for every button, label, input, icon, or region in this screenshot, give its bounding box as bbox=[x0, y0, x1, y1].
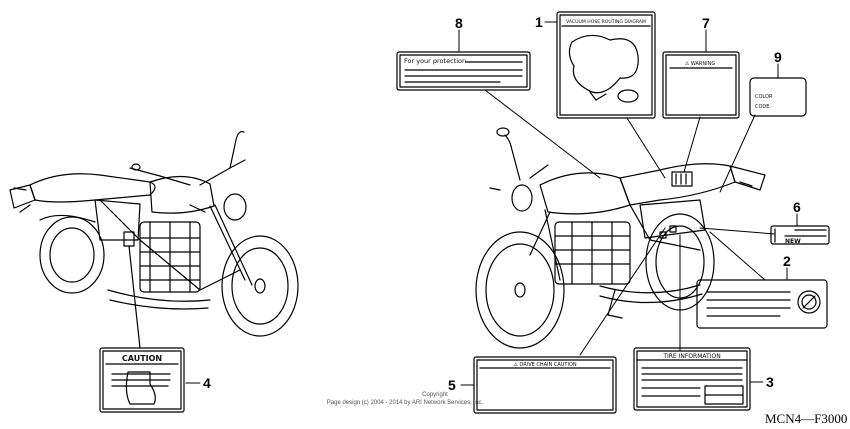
callout-7: 7 bbox=[702, 15, 710, 31]
copyright-line-1: Copyright bbox=[422, 392, 448, 398]
for-your-protection-text: For your protection bbox=[404, 57, 466, 65]
code-text: CODE bbox=[755, 104, 769, 110]
warning-text: ⚠ WARNING bbox=[685, 61, 716, 67]
callout-9: 9 bbox=[774, 49, 782, 65]
leader-lines bbox=[484, 89, 776, 356]
drive-chain-text: ⚠ DRIVE CHAIN CAUTION bbox=[513, 362, 577, 368]
callout-4: 4 bbox=[203, 375, 211, 391]
callout-8: 8 bbox=[455, 15, 463, 31]
leader-line-4 bbox=[128, 245, 141, 349]
caution-label bbox=[99, 347, 185, 413]
label-tire-information bbox=[633, 347, 751, 411]
diagram-code: MCN4—F3000 bbox=[765, 411, 847, 426]
callout-2: 2 bbox=[783, 253, 791, 269]
callout-leaders bbox=[185, 21, 798, 386]
label-vacuum-hose-diagram bbox=[556, 11, 656, 119]
label-2 bbox=[696, 279, 828, 329]
new-text: NEW bbox=[785, 238, 801, 245]
vacuum-diagram-text: VACUUM HOSE ROUTING DIAGRAM bbox=[566, 19, 646, 25]
callout-5: 5 bbox=[448, 377, 456, 393]
label-warning bbox=[662, 51, 740, 119]
label-new bbox=[770, 225, 830, 245]
tire-info-text: TIRE INFORMATION bbox=[662, 353, 720, 360]
left-motorcycle-illustration bbox=[9, 131, 299, 337]
caution-text: CAUTION bbox=[122, 354, 162, 363]
copyright-line-2: Page design (c) 2004 - 2014 by ARI Netwo… bbox=[327, 400, 484, 406]
callout-6: 6 bbox=[793, 199, 801, 215]
callout-1: 1 bbox=[535, 14, 543, 30]
color-text: COLOR bbox=[755, 94, 773, 100]
label-for-your-protection bbox=[396, 51, 531, 91]
right-motorcycle-illustration bbox=[475, 127, 766, 349]
callout-3: 3 bbox=[766, 374, 774, 390]
